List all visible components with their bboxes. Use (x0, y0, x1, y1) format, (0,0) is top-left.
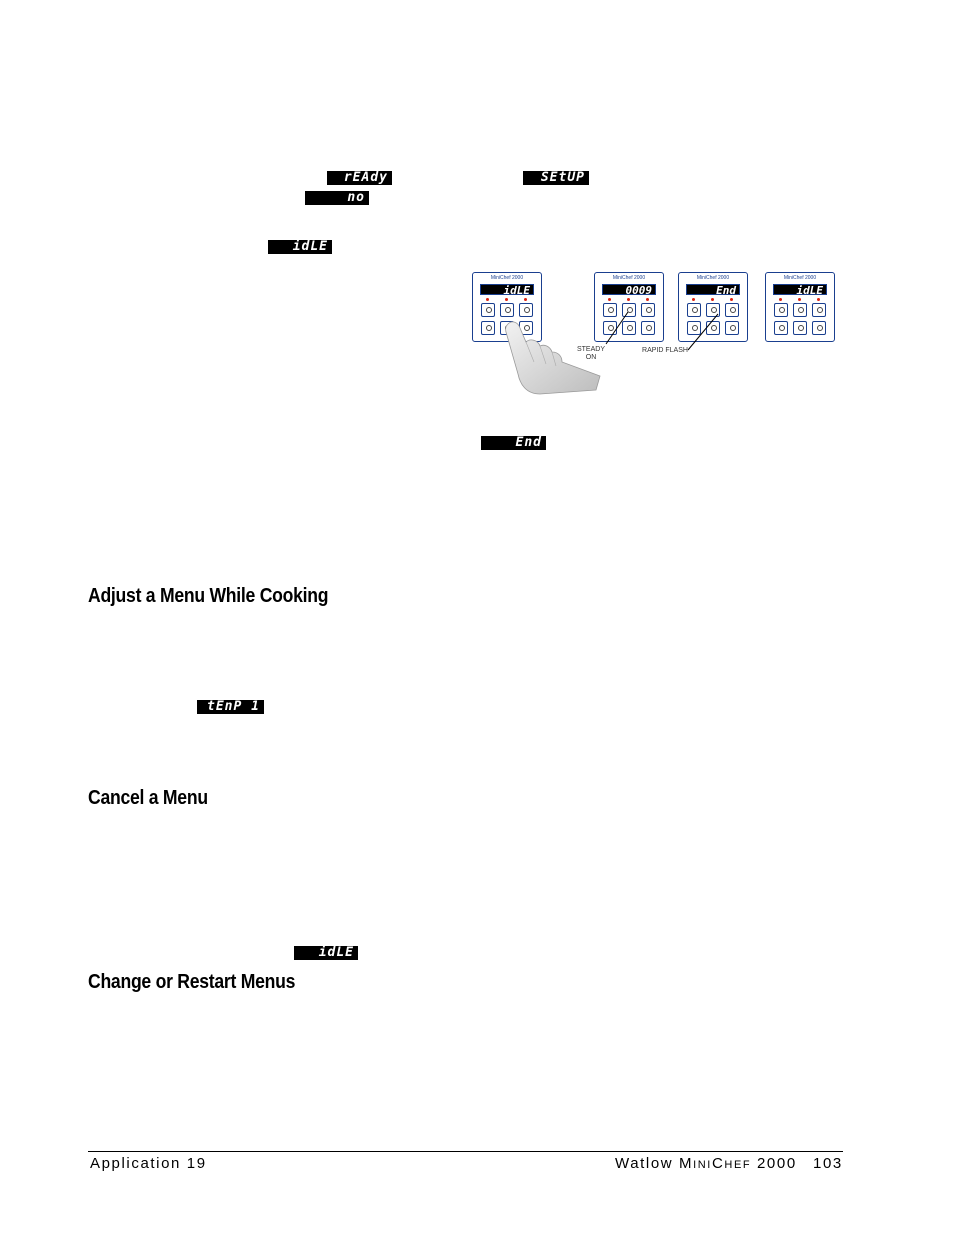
footer-page-number: 103 (813, 1155, 843, 1172)
controller-display: idLE (480, 284, 534, 296)
controller-brand: MiniChef 2000 (783, 275, 817, 281)
controller-display: 0009 (602, 284, 656, 296)
controller-3: MiniChef 2000 End (678, 272, 748, 342)
controller-key (687, 321, 701, 335)
footer-product: Watlow MINICHEF 2000 (615, 1155, 797, 1172)
controller-1: MiniChef 2000 idLE (472, 272, 542, 342)
idle-display-bottom: idLE (294, 946, 358, 960)
controller-key (793, 321, 807, 335)
pressing-hand-icon (505, 321, 601, 395)
rapid-flash-label: RAPID FLASH (642, 347, 688, 354)
controller-brand: MiniChef 2000 (696, 275, 730, 281)
controller-key (519, 303, 533, 317)
controller-display: idLE (773, 284, 827, 296)
controller-key (725, 321, 739, 335)
footer-rule (88, 1151, 843, 1152)
controller-key (603, 303, 617, 317)
heading-cancel-menu: Cancel a Menu (88, 787, 208, 809)
controller-4: MiniChef 2000 idLE (765, 272, 835, 342)
no-display: no (305, 191, 369, 205)
controller-key (481, 321, 495, 335)
controller-key (774, 303, 788, 317)
end-display: End (481, 436, 546, 450)
controller-key (641, 321, 655, 335)
callout-lines (605, 311, 719, 351)
heading-adjust-menu: Adjust a Menu While Cooking (88, 585, 329, 607)
controller-key (687, 303, 701, 317)
setup-display: SEtUP (523, 171, 589, 185)
controller-key (812, 303, 826, 317)
heading-change-restart: Change or Restart Menus (88, 971, 296, 993)
temp1-display: tEnP 1 (197, 700, 264, 714)
controller-key (622, 303, 636, 317)
footer-chapter: Application 19 (90, 1155, 207, 1172)
controller-2: MiniChef 2000 0009 (594, 272, 664, 342)
ready-display: rEAdy (327, 171, 392, 185)
controller-key (706, 303, 720, 317)
controller-key (793, 303, 807, 317)
controller-key (641, 303, 655, 317)
controller-display: End (686, 284, 740, 296)
controller-key (500, 303, 514, 317)
controller-key (812, 321, 826, 335)
controller-key (481, 303, 495, 317)
controller-key (725, 303, 739, 317)
controller-brand: MiniChef 2000 (490, 275, 524, 281)
controller-brand: MiniChef 2000 (612, 275, 646, 281)
steady-on-label: STEADY ON (576, 346, 605, 361)
controller-key (774, 321, 788, 335)
controller-key (622, 321, 636, 335)
idle-display-top: idLE (268, 240, 332, 254)
